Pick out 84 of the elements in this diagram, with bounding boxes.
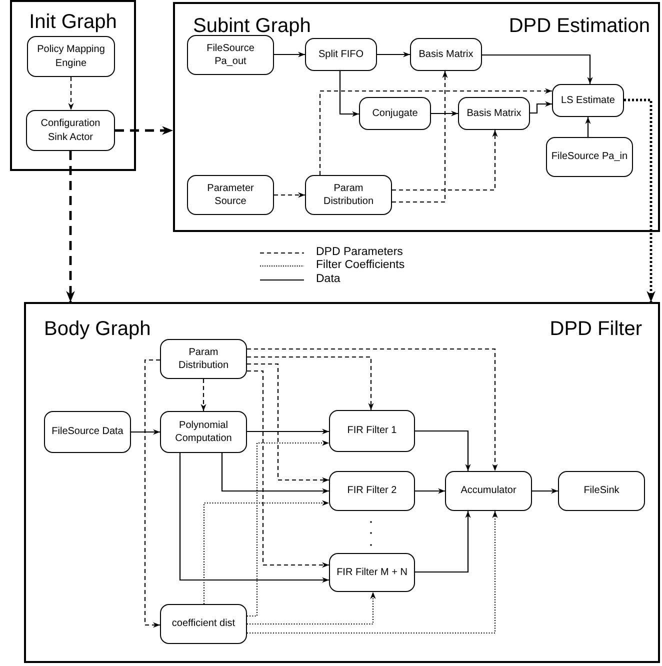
arrow [274,52,305,58]
arrow [200,379,206,411]
actor-label: FileSource Pa_in [551,150,628,164]
actor-box [305,175,392,215]
arrow [415,430,471,471]
arrow [585,117,591,137]
arrow [131,429,160,435]
actor-box [329,471,415,511]
actor-box [305,38,377,71]
arrow [377,52,410,58]
actor-label: Param Distribution [177,346,230,372]
actor-label: Basis Matrix [466,106,522,120]
actor-box [445,471,532,511]
arrow [66,151,75,302]
arrow [144,359,160,628]
arrow [415,488,445,494]
actor-box [546,137,633,177]
arrow [392,130,498,191]
legend-label: Filter Coefficients [316,260,405,272]
panel-title: Init Graph [28,12,118,32]
actor-label: Param Distribution [322,182,375,208]
arrow [247,428,329,434]
actor-label: Policy Mapping Engine [36,43,106,70]
actor-label: FileSource Data [52,425,124,439]
actor-box [26,110,115,151]
arrow [339,71,359,117]
arrow [319,88,552,175]
actor-box [160,339,247,379]
panel-title: DPD Filter [550,319,642,339]
arrow [221,453,329,494]
graph-panel [173,2,660,232]
arrow [247,440,329,617]
actor-box [44,411,131,453]
arrow [274,192,305,198]
actor-box [187,175,274,215]
actor-label: Parameter Source [206,182,255,208]
legend-label: DPD Parameters [316,247,403,258]
actor-box [410,38,482,71]
actor-box [27,36,115,77]
graph-panel [24,302,660,663]
actor-box [552,84,624,117]
actor-label: Split FIFO [318,48,364,62]
actor-box [558,471,645,511]
actor-label: FIR Filter 1 [347,424,397,438]
actor-label: FileSink [584,484,620,498]
arrow [203,500,329,604]
arrow [115,126,173,135]
actor-box [329,410,415,452]
actor-label: LS Estimate [561,94,615,108]
arrow [247,592,376,625]
arrow [415,511,471,573]
actor-label: Conjugate [372,106,418,120]
arrow [247,363,329,483]
arrow [624,98,656,302]
arrow [532,488,558,494]
actor-label: Configuration Sink Actor [40,117,102,144]
actor-label: FIR Filter 2 [347,484,397,498]
arrow [530,101,552,114]
actor-label: FIR Filter M + N [336,566,408,580]
actor-box [160,604,247,644]
arrow [247,356,374,410]
actor-label: FileSource Pa_out [206,42,256,68]
actor-box [329,553,415,592]
arrow [179,453,329,583]
panel-title: Body Graph [44,319,151,339]
actor-label: Polynomial Computation [174,418,233,446]
actor-box [160,411,247,453]
arrow [482,54,593,84]
arrow [68,77,74,110]
arrow [392,71,448,203]
arrow [247,348,498,471]
panel-title: DPD Estimation [508,16,650,36]
actor-label: Basis Matrix [418,48,474,62]
legend-label: Data [316,274,340,286]
actor-label: Accumulator [460,484,516,498]
arrow [247,370,329,568]
graph-panel [10,0,136,171]
actor-box [359,97,431,130]
arrow [247,511,498,634]
arrow [431,110,458,116]
actor-label: coefficient dist [172,617,236,631]
actor-box [458,97,530,130]
actor-box [187,35,274,75]
panel-title: Subint Graph [193,16,311,36]
